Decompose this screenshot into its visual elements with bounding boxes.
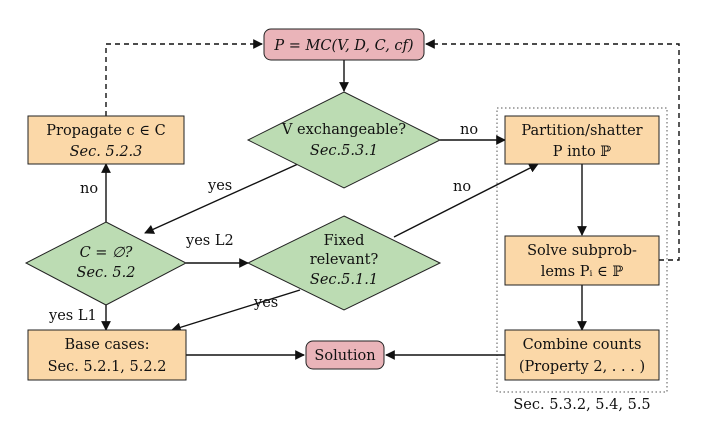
node-combine-line2: (Property 2, . . . ) <box>519 359 645 375</box>
edge-exchangeable-yes <box>144 163 299 234</box>
node-propagate-line2: Sec. 5.2.3 <box>70 144 143 160</box>
label-fixed-no: no <box>453 179 471 195</box>
node-propagate-line1: Propagate c ∈ C <box>46 123 165 139</box>
node-exchangeable-line2: Sec.5.3.1 <box>310 143 378 159</box>
edge-solve-loop <box>425 39 680 261</box>
node-empty-line1: C = ∅? <box>80 245 133 261</box>
node-fixed-line3: Sec.5.1.1 <box>310 272 378 288</box>
node-solve-line1: Solve subprob- <box>527 243 637 259</box>
edge-fixed-no <box>393 163 539 238</box>
node-partition-line2: P into ℙ <box>553 144 612 160</box>
label-exchangeable-yes: yes <box>207 178 232 194</box>
node-fixed-line1: Fixed <box>324 233 365 249</box>
node-exchangeable-line1: V exchangeable? <box>281 122 406 138</box>
node-empty-line2: Sec. 5.2 <box>77 265 136 281</box>
node-partition: Partition/shatter P into ℙ <box>504 115 660 165</box>
edge-propagate-loop <box>105 39 263 116</box>
node-solve: Solve subprob- lems Pᵢ ∈ ℙ <box>504 235 660 286</box>
node-fixed: Fixed relevant? Sec.5.1.1 <box>246 215 442 311</box>
node-combine: Combine counts (Property 2, . . . ) <box>504 329 660 381</box>
edge-fixed-yes <box>171 289 301 333</box>
label-empty-no: no <box>80 181 98 197</box>
right-group-box <box>496 107 668 393</box>
label-empty-yes-l1: yes L1 <box>48 308 97 324</box>
label-fixed-yes: yes <box>253 295 278 311</box>
node-solution: Solution <box>305 340 385 370</box>
label-empty-yes-l2: yes L2 <box>185 233 234 249</box>
node-fixed-line2: relevant? <box>310 252 379 268</box>
node-exchangeable: V exchangeable? Sec.5.3.1 <box>246 91 442 189</box>
node-combine-line1: Combine counts <box>523 337 642 353</box>
label-exchangeable-no: no <box>460 122 478 138</box>
node-mc-query-text: P = MC(V, D, C, cf) <box>273 38 413 54</box>
node-solution-text: Solution <box>314 348 375 364</box>
node-base-cases: Base cases: Sec. 5.2.1, 5.2.2 <box>27 329 187 381</box>
node-mc-query: P = MC(V, D, C, cf) <box>263 28 425 61</box>
node-base-line1: Base cases: <box>64 337 149 353</box>
node-partition-line1: Partition/shatter <box>521 123 642 139</box>
group-caption: Sec. 5.3.2, 5.4, 5.5 <box>513 397 650 413</box>
node-propagate: Propagate c ∈ C Sec. 5.2.3 <box>27 115 185 165</box>
node-base-line2: Sec. 5.2.1, 5.2.2 <box>48 359 167 375</box>
node-empty: C = ∅? Sec. 5.2 <box>24 221 188 306</box>
node-solve-line2: lems Pᵢ ∈ ℙ <box>541 264 624 280</box>
